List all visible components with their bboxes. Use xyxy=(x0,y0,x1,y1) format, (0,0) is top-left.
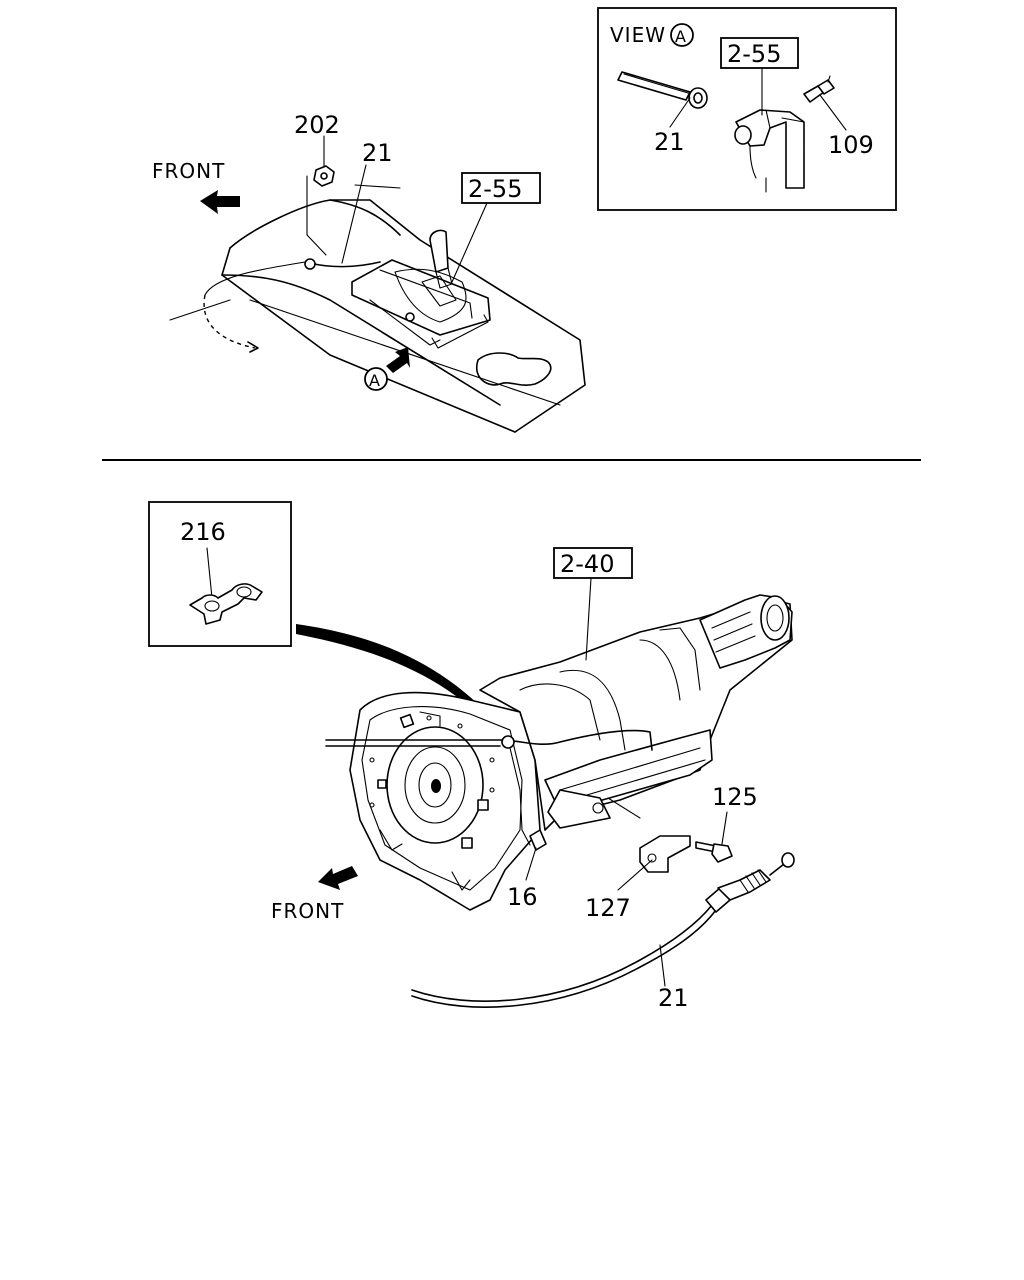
svg-text:2-55: 2-55 xyxy=(727,40,781,68)
front-arrow-icon xyxy=(200,190,240,214)
callout-21-bottom: 21 xyxy=(658,984,689,1012)
clip-16-icon xyxy=(529,829,547,851)
callout-202: 202 xyxy=(294,111,340,139)
ref-box-2-40: 2-40 xyxy=(553,547,633,579)
view-a-arrow-icon xyxy=(386,347,410,373)
clip-pointer xyxy=(296,624,510,742)
view-a-title-marker: A xyxy=(675,27,687,46)
bracket-icon xyxy=(734,109,805,193)
ref-box-2-55-inset: 2-55 xyxy=(720,37,799,69)
callout-127: 127 xyxy=(585,894,631,922)
svg-text:2-40: 2-40 xyxy=(560,550,614,578)
bushing-icon xyxy=(688,87,708,109)
callout-16: 16 xyxy=(507,883,538,911)
nut-202-icon xyxy=(313,165,335,187)
shift-cable-21 xyxy=(411,852,795,1008)
front-arrow-bottom-icon xyxy=(318,866,358,890)
svg-text:A: A xyxy=(369,371,381,390)
front-label-bottom: FRONT xyxy=(271,899,344,923)
bracket-127-icon xyxy=(639,835,691,873)
clip-216-icon xyxy=(189,583,263,625)
view-marker-a: A xyxy=(364,367,388,391)
bottom-leaders xyxy=(525,577,728,987)
svg-text:2-55: 2-55 xyxy=(468,175,522,203)
callout-216: 216 xyxy=(180,518,226,546)
clip-inset: 216 xyxy=(148,501,292,647)
front-label-top: FRONT xyxy=(152,159,225,183)
bolt-125-icon xyxy=(695,841,733,863)
view-a-title: VIEW xyxy=(610,23,666,47)
top-leaders xyxy=(306,135,488,283)
callout-109: 109 xyxy=(828,131,874,159)
view-a-inset: VIEW A 2-55 xyxy=(597,7,897,211)
pin-109-icon xyxy=(803,75,835,103)
callout-21-inset: 21 xyxy=(654,128,685,156)
console-illustration xyxy=(169,165,586,433)
transmission-illustration xyxy=(325,594,793,911)
callout-21-top: 21 xyxy=(362,139,393,167)
callout-125: 125 xyxy=(712,783,758,811)
ref-box-2-55-top: 2-55 xyxy=(461,172,541,204)
